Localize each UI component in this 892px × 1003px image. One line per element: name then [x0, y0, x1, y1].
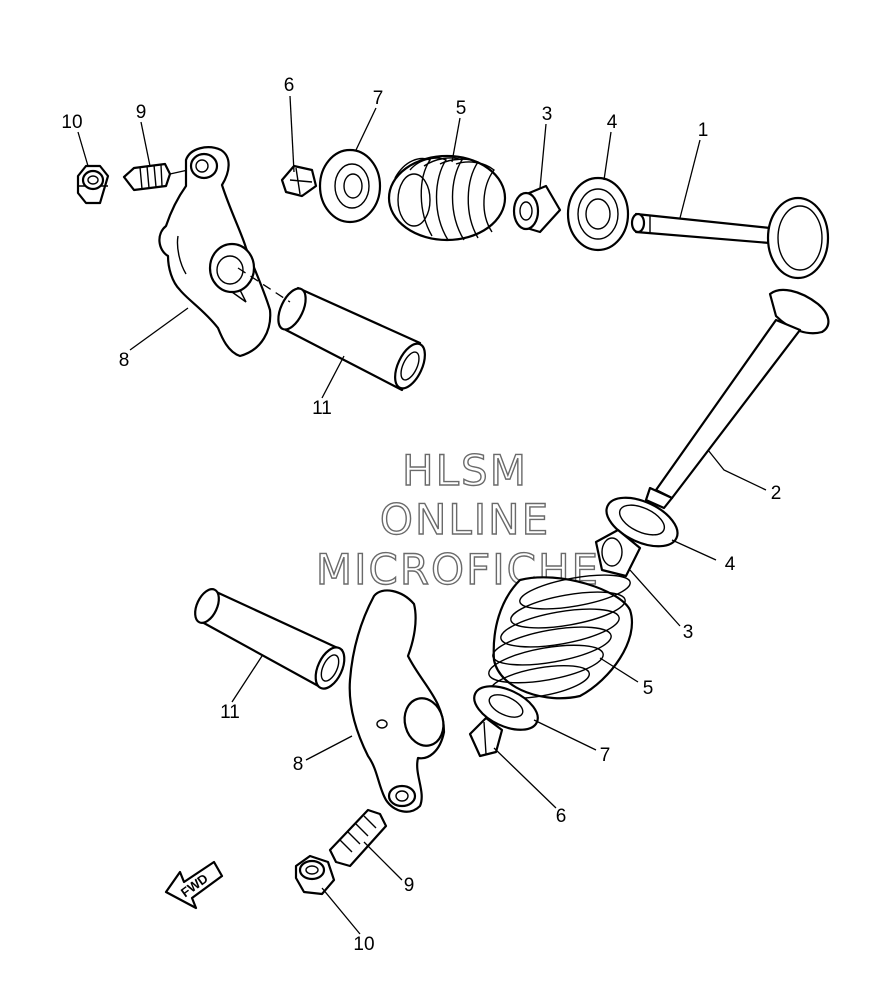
spring-seat-upper — [566, 176, 630, 252]
callout-lower-rocker-arm: 8 — [293, 754, 304, 775]
exhaust-valve — [644, 288, 830, 510]
adjusting-screw-upper — [122, 162, 189, 192]
callout-lower-valve-cotter: 6 — [556, 806, 567, 827]
watermark-line-1: HLSM — [402, 446, 528, 495]
callout-upper-locknut: 10 — [61, 112, 82, 133]
forward-arrow-icon: FWD — [164, 860, 224, 910]
callout-lower-spring-seat: 4 — [725, 554, 736, 575]
adjusting-screw-lower — [328, 808, 388, 868]
watermark-line-2: ONLINE — [380, 495, 550, 544]
callout-lower-valve-spring: 5 — [643, 678, 654, 699]
valve-stem-seal-lower — [594, 528, 642, 578]
locknut-upper — [76, 164, 110, 205]
valve-cotter-lower — [468, 716, 504, 758]
rocker-arm-lower — [348, 589, 446, 813]
callout-exhaust-valve: 2 — [771, 483, 782, 504]
callout-upper-spring-retainer: 7 — [373, 88, 384, 109]
callout-intake-valve: 1 — [698, 120, 709, 141]
leader-lines — [77, 95, 767, 935]
callout-upper-spring-seat: 4 — [607, 112, 618, 133]
callout-upper-rocker-shaft: 11 — [312, 398, 332, 419]
spring-retainer-upper — [318, 148, 382, 224]
callout-lower-adjusting-screw: 9 — [404, 875, 415, 896]
callout-upper-adjusting-screw: 9 — [136, 102, 147, 123]
callout-lower-locknut: 10 — [353, 934, 374, 955]
locknut-lower — [294, 854, 336, 896]
valve-stem-seal-upper — [512, 184, 562, 234]
callout-lower-spring-retainer: 7 — [600, 745, 611, 766]
valve-spring-lower — [488, 574, 633, 700]
valve-spring-upper — [387, 154, 507, 242]
callout-upper-valve-stem-seal: 3 — [542, 104, 553, 125]
rocker-shaft-upper — [237, 267, 426, 392]
intake-valve — [630, 196, 830, 280]
callout-lower-seal: 3 — [683, 622, 694, 643]
rocker-shaft-lower — [194, 588, 346, 690]
watermark-line-3: MICROFICHE — [316, 545, 600, 594]
callout-upper-valve-cotter: 6 — [284, 75, 295, 96]
callout-upper-valve-spring: 5 — [456, 98, 467, 119]
callout-labels: 10 9 6 7 5 3 4 1 8 11 2 4 3 5 7 6 11 8 9… — [61, 75, 781, 955]
valve-cotter-upper — [280, 164, 318, 198]
callout-lower-rocker-shaft: 11 — [220, 702, 240, 723]
watermark: HLSM ONLINE MICROFICHE — [315, 445, 600, 594]
callout-upper-rocker-arm: 8 — [119, 350, 130, 371]
rocker-arm-upper — [158, 146, 272, 358]
spring-retainer-lower — [473, 685, 539, 731]
